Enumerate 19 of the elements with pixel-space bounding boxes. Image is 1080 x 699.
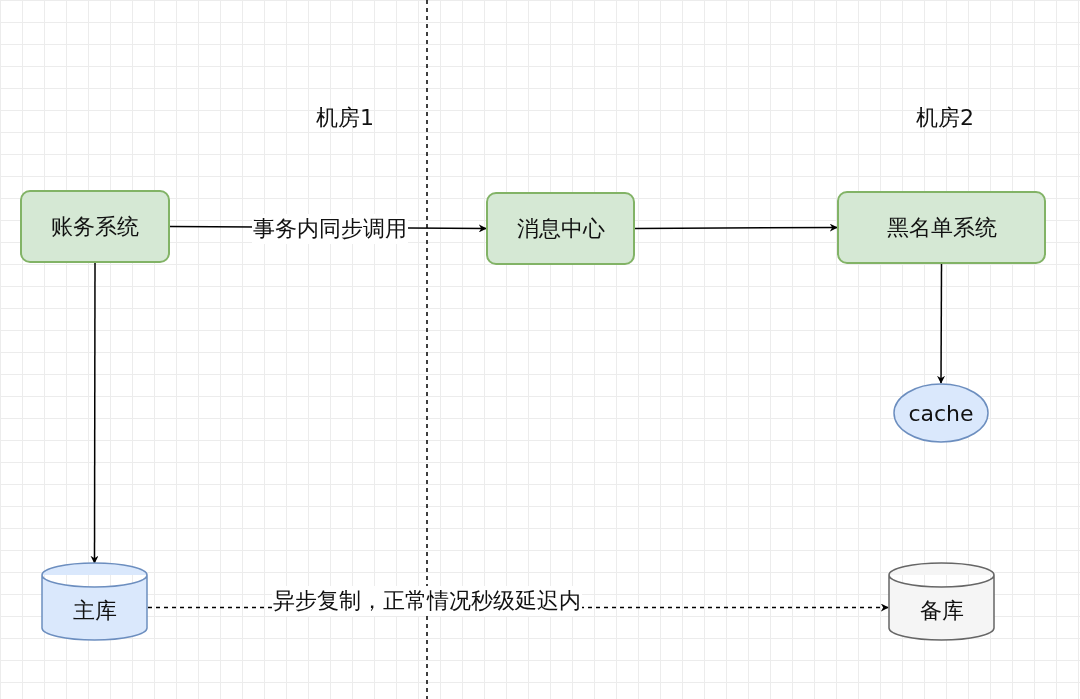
- node-label: 账务系统: [51, 212, 139, 241]
- process-box: [486, 192, 635, 265]
- edge-label: 异步复制，正常情况秒级延迟内: [272, 586, 582, 616]
- process-box: [20, 190, 170, 263]
- cache-ellipse: [893, 383, 989, 443]
- arrow: [634, 223, 838, 232]
- node-label: 主库: [72, 596, 117, 625]
- arrow: [90, 262, 99, 564]
- database-cylinder: [888, 563, 995, 640]
- room-label: 机房1: [316, 104, 374, 132]
- node-label: 备库: [919, 596, 964, 625]
- node-label: 消息中心: [516, 214, 605, 243]
- node-label: 黑名单系统: [886, 213, 997, 242]
- room-label: 机房2: [916, 104, 974, 132]
- node-label: cache: [908, 400, 974, 426]
- arrow: [937, 263, 946, 384]
- process-box: [837, 191, 1046, 264]
- database-cylinder: [41, 563, 148, 640]
- edge-label: 事务内同步调用: [252, 214, 408, 244]
